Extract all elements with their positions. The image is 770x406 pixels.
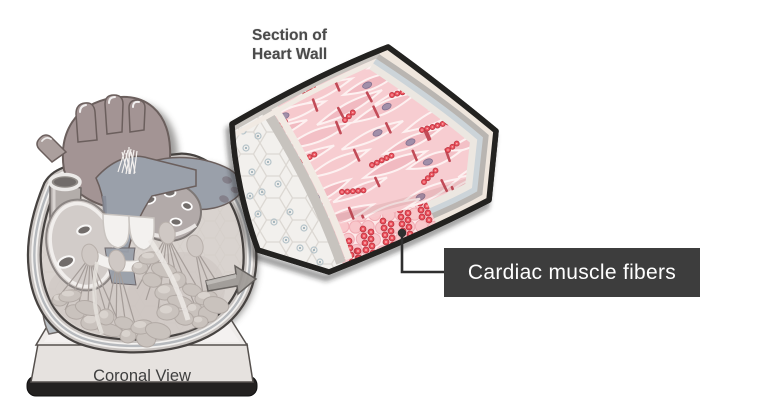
band-left-gray xyxy=(258,103,346,265)
right-atrium xyxy=(45,198,119,292)
aorta-arch xyxy=(36,94,172,211)
section-of-heart-wall-label: Section of Heart Wall xyxy=(252,26,327,64)
section-arrow xyxy=(205,264,258,296)
section-label-line2: Heart Wall xyxy=(252,46,328,63)
block-left-face xyxy=(232,106,343,272)
heart-wall-block xyxy=(182,13,577,283)
valve-leaflets xyxy=(95,213,155,272)
wall-highlight xyxy=(92,261,104,335)
coronal-view-text: Coronal View xyxy=(93,367,191,385)
band-top-gray xyxy=(232,48,389,131)
heart-illustration xyxy=(26,94,258,397)
band-left-cream xyxy=(268,100,353,261)
trabeculae xyxy=(51,251,230,348)
callout-text: Cardiac muscle fibers xyxy=(467,260,677,284)
callout-cardiac-muscle-fibers: Cardiac muscle fibers xyxy=(444,248,700,297)
section-label-line1: Section of xyxy=(252,27,327,44)
coronal-view-label: Coronal View xyxy=(42,367,242,386)
pointer-line xyxy=(397,228,444,274)
ligamentum-threads xyxy=(117,147,138,175)
band-top-cream xyxy=(234,54,387,137)
septum-highlight xyxy=(147,238,191,321)
